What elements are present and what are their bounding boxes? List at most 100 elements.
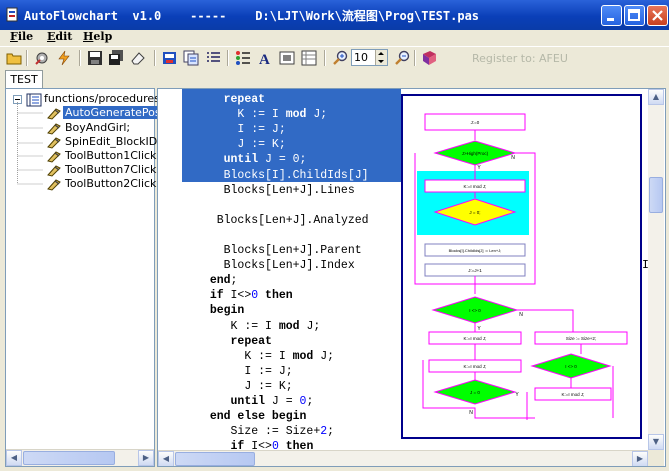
code-line: Blocks[Len+J].Index bbox=[223, 259, 355, 273]
flow-label: K:=I mod J; bbox=[562, 392, 585, 397]
editor-hscrollbar[interactable]: ◀ ▶ bbox=[158, 450, 648, 466]
selection-highlight bbox=[182, 89, 401, 182]
scroll-thumb[interactable] bbox=[649, 177, 663, 213]
scroll-left-button[interactable]: ◀ bbox=[158, 451, 174, 466]
flow-label: Size := Size+2; bbox=[566, 336, 596, 341]
title-bar: AutoFlowchart v1.0 ----- D:\LJT\Work\流程图… bbox=[0, 0, 669, 30]
list-bullets-icon[interactable] bbox=[235, 50, 251, 66]
scroll-thumb[interactable] bbox=[23, 451, 115, 465]
code-line: end else begin bbox=[209, 410, 307, 424]
code-line: repeat bbox=[223, 93, 266, 106]
menu-edit[interactable]: Edit bbox=[47, 30, 73, 43]
menu-help[interactable]: Help bbox=[83, 30, 113, 43]
flash-icon[interactable] bbox=[56, 50, 72, 66]
code-line: Blocks[I].ChildIds[J] bbox=[223, 168, 369, 182]
function-icon bbox=[47, 151, 61, 163]
toolbar-separator bbox=[324, 50, 326, 66]
code-line: I := J; bbox=[237, 123, 286, 137]
toolbar: A 10 Register to: AFEU bbox=[0, 46, 669, 70]
flow-label: J = 0; bbox=[469, 210, 480, 215]
open-folder-icon[interactable] bbox=[6, 50, 22, 66]
save-icon[interactable] bbox=[87, 50, 103, 66]
editor-gutter bbox=[158, 89, 182, 450]
code-line: J := K; bbox=[237, 138, 286, 152]
settings-icon[interactable] bbox=[34, 50, 50, 66]
flow-label: I <> 0 bbox=[565, 364, 577, 369]
flow-label: K:=I mod J; bbox=[464, 364, 487, 369]
zoom-value: 10 bbox=[354, 51, 368, 64]
code-line: K := I mod J; bbox=[237, 108, 328, 122]
scroll-right-button[interactable]: ▶ bbox=[632, 451, 648, 466]
code-line: end; bbox=[209, 274, 238, 288]
flow-label: K:=I mod J; bbox=[464, 184, 487, 189]
zoom-out-icon[interactable] bbox=[394, 50, 410, 66]
book-icon[interactable] bbox=[421, 50, 437, 66]
code-line: Blocks[Len+J].Analyzed bbox=[216, 213, 369, 227]
flow-label: J>High(Proc) bbox=[462, 151, 489, 156]
editor-vscrollbar[interactable]: ▲ ▼ bbox=[648, 89, 664, 450]
collapse-icon[interactable] bbox=[13, 95, 22, 104]
image-icon[interactable] bbox=[279, 50, 295, 66]
code-line: K := I mod J; bbox=[244, 349, 335, 363]
scroll-left-button[interactable]: ◀ bbox=[6, 450, 22, 466]
menu-file[interactable]: File bbox=[10, 30, 34, 43]
save-all-icon[interactable] bbox=[108, 50, 124, 66]
code-line: I := J; bbox=[244, 364, 293, 378]
flow-label: I <> 0 bbox=[469, 308, 481, 313]
line-overflow-char: I bbox=[642, 259, 649, 272]
book-list-icon bbox=[26, 93, 42, 107]
toolbar-separator bbox=[414, 50, 416, 66]
code-line: until J = 0; bbox=[223, 153, 307, 167]
flow-label: N bbox=[519, 312, 523, 318]
flow-label: J:=0 bbox=[471, 120, 480, 125]
export-icon[interactable] bbox=[162, 50, 178, 66]
function-icon bbox=[47, 108, 61, 120]
scroll-right-button[interactable]: ▶ bbox=[138, 450, 154, 466]
flow-decision-diamond bbox=[433, 379, 517, 405]
scroll-up-button[interactable]: ▲ bbox=[648, 89, 664, 105]
code-line: repeat bbox=[230, 334, 272, 348]
code-editor[interactable]: repeat K := I mod J; I := J; J := K; unt… bbox=[157, 88, 666, 467]
grid-icon[interactable] bbox=[301, 50, 317, 66]
toolbar-separator bbox=[154, 50, 156, 66]
flow-connector bbox=[422, 360, 535, 419]
zoom-in-icon[interactable] bbox=[332, 50, 348, 66]
flow-connector bbox=[475, 152, 536, 285]
svg-text:A: A bbox=[259, 52, 270, 66]
code-line: until J = 0; bbox=[230, 395, 314, 408]
tree-hscrollbar[interactable]: ◀ ▶ bbox=[6, 449, 154, 466]
code-line: Blocks[Len+J].Lines bbox=[223, 183, 355, 197]
eraser-icon[interactable] bbox=[130, 50, 146, 66]
spin-arrows-icon bbox=[378, 52, 384, 63]
scroll-corner bbox=[648, 450, 664, 466]
flow-connector bbox=[414, 153, 475, 285]
toolbar-separator bbox=[79, 50, 81, 66]
maximize-icon bbox=[628, 9, 640, 21]
menu-bar: File Edit Help bbox=[0, 30, 669, 46]
flow-decision-diamond bbox=[433, 198, 517, 226]
flow-label: Blocks[I].ChildIds[J] := Len+J; bbox=[449, 248, 502, 253]
code-line: begin bbox=[209, 304, 245, 318]
procedure-tree: functions/procedures AutoGeneratePoss Bo… bbox=[5, 88, 172, 467]
list-icon[interactable] bbox=[205, 50, 221, 66]
tab-test[interactable]: TEST bbox=[5, 70, 43, 89]
function-icon bbox=[47, 165, 61, 177]
font-icon[interactable]: A bbox=[257, 50, 273, 66]
minimize-icon bbox=[607, 18, 614, 21]
flow-label: J:=J+1 bbox=[468, 268, 482, 273]
maximize-button[interactable] bbox=[624, 5, 645, 26]
code-line: K := I mod J; bbox=[230, 319, 321, 333]
scroll-thumb[interactable] bbox=[175, 452, 255, 466]
close-icon bbox=[652, 10, 663, 21]
minimize-button[interactable] bbox=[601, 5, 622, 26]
toolbar-separator bbox=[227, 50, 229, 66]
function-icon bbox=[47, 123, 61, 135]
register-label: Register to: AFEU bbox=[472, 52, 568, 65]
close-button[interactable] bbox=[647, 5, 668, 26]
scroll-down-button[interactable]: ▼ bbox=[648, 434, 664, 450]
code-line: J := K; bbox=[244, 379, 293, 393]
zoom-spinner[interactable] bbox=[375, 50, 387, 65]
copy-icon[interactable] bbox=[183, 50, 199, 66]
zoom-input[interactable]: 10 bbox=[351, 49, 388, 66]
